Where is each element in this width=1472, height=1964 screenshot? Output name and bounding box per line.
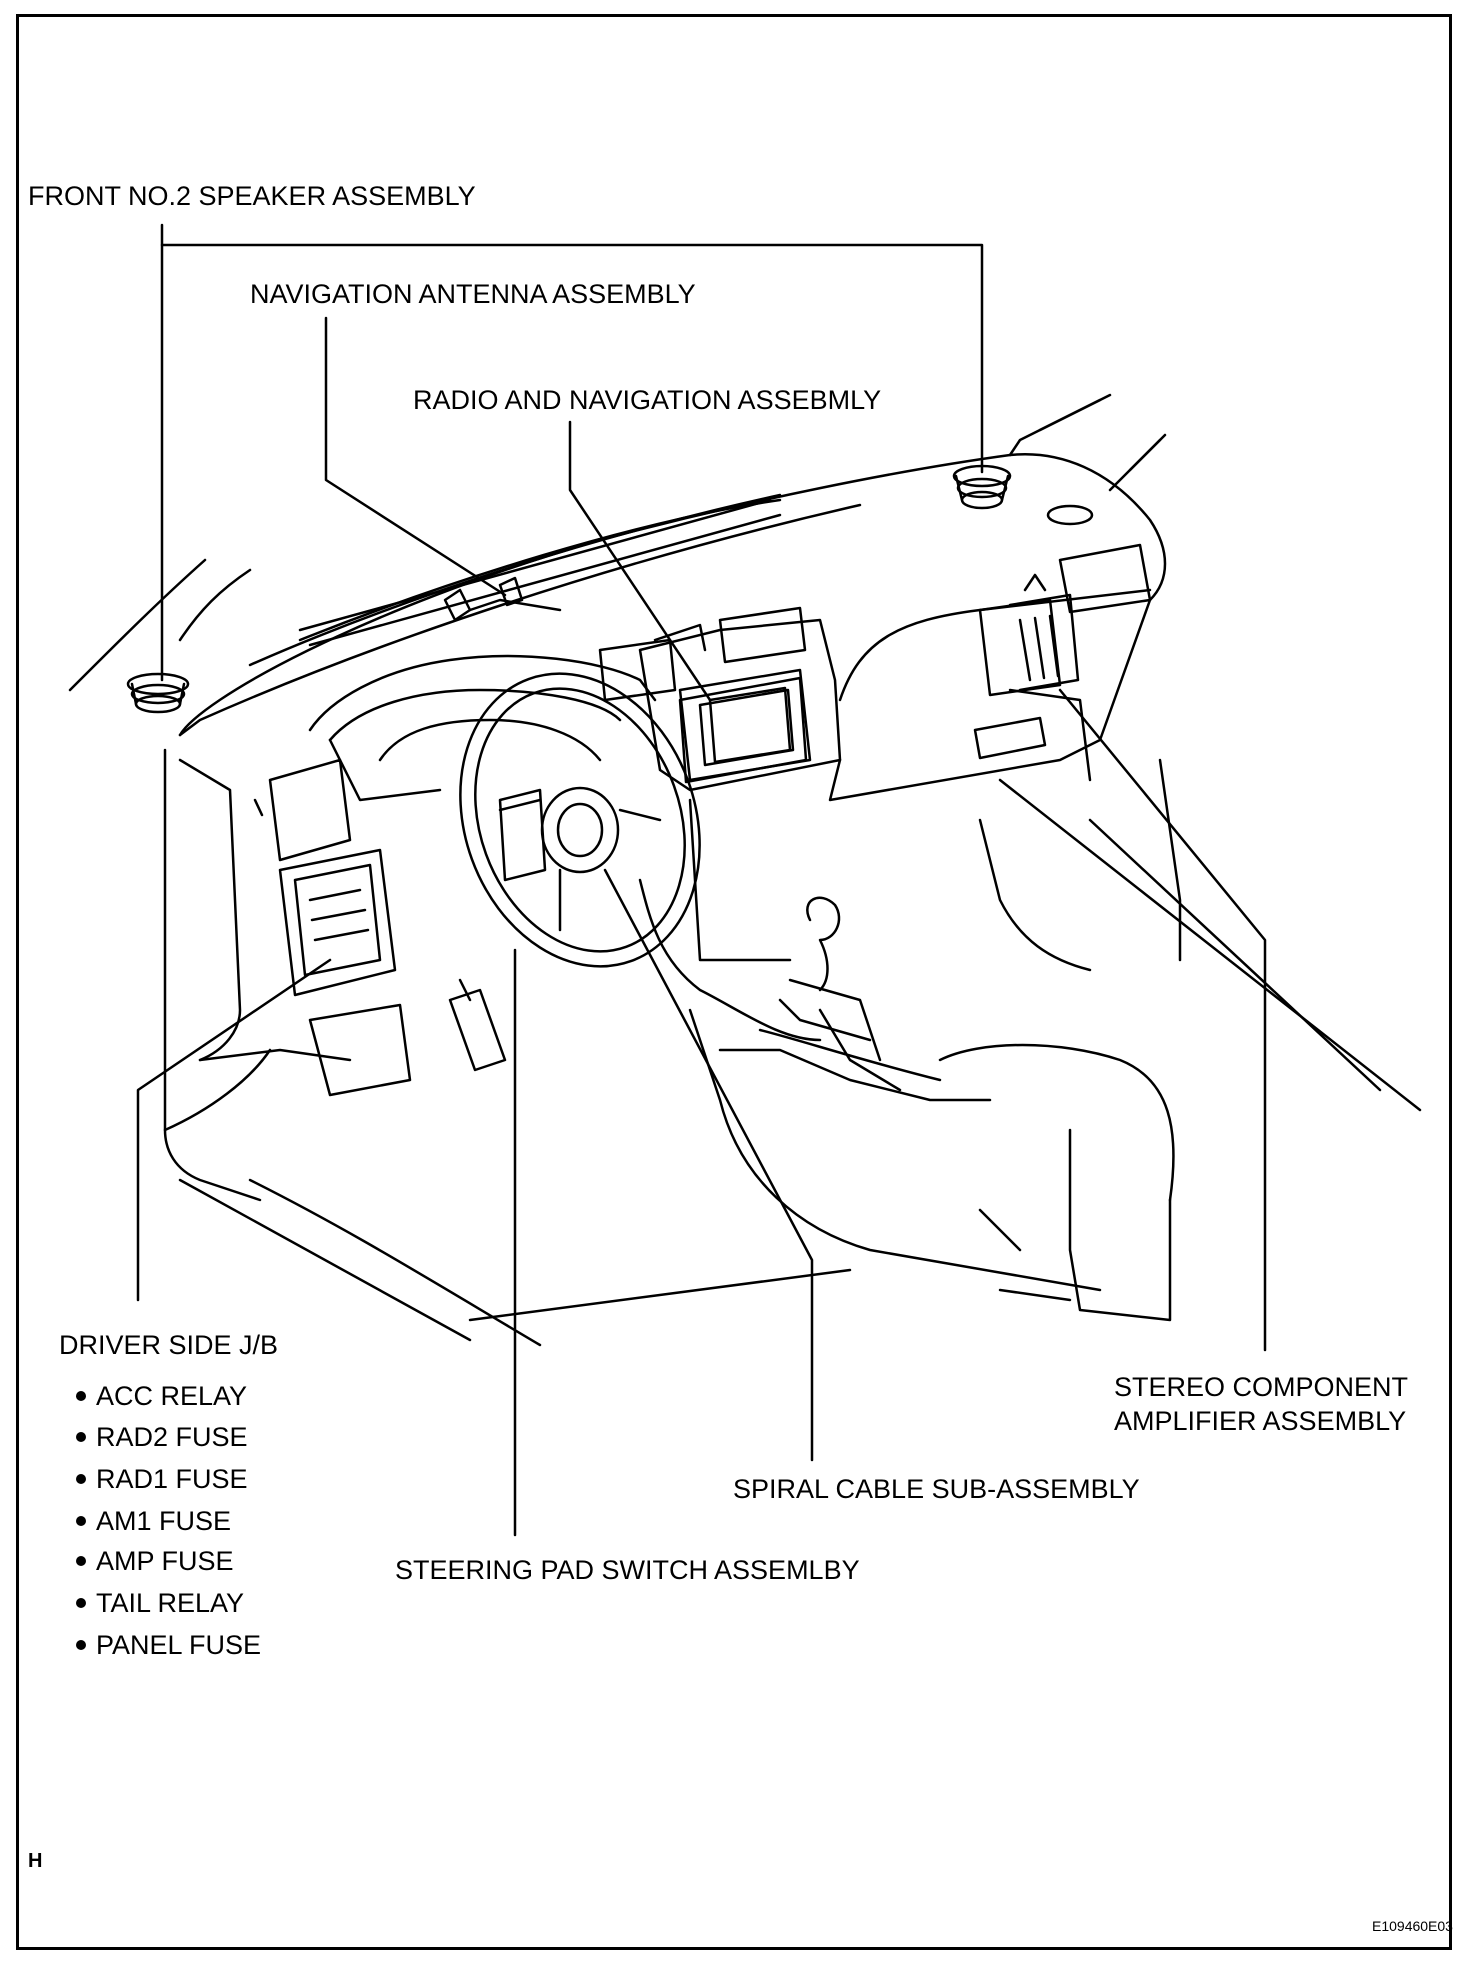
speaker-left <box>126 672 190 714</box>
label-radio-nav: RADIO AND NAVIGATION ASSEBMLY <box>413 385 882 415</box>
section-mark: H <box>28 1850 43 1872</box>
steering-wheel <box>459 672 701 968</box>
label-driver-jb: DRIVER SIDE J/B <box>59 1330 279 1360</box>
stereo-amplifier <box>978 573 1080 697</box>
dashboard-body <box>68 393 1422 1347</box>
driver-jb-part <box>278 848 397 997</box>
label-front-speaker: FRONT NO.2 SPEAKER ASSEMBLY <box>28 181 476 211</box>
leader-lines <box>136 223 1267 1537</box>
bullet-icon <box>76 1473 86 1484</box>
radio-nav-unit <box>678 676 808 784</box>
label-steering-pad: STEERING PAD SWITCH ASSEMLBY <box>395 1555 860 1585</box>
nav-antenna-part <box>443 576 562 622</box>
jb-item: ACC RELAY <box>76 1383 247 1410</box>
speaker-right <box>952 464 1012 510</box>
bullet-icon <box>76 1639 86 1650</box>
bullet-icon <box>76 1597 86 1608</box>
diagram-frame <box>16 14 1452 1950</box>
jb-item: TAIL RELAY <box>76 1590 244 1617</box>
jb-item: RAD1 FUSE <box>76 1466 248 1493</box>
figure-code: E109460E03 <box>1372 1918 1453 1934</box>
bullet-icon <box>76 1431 86 1442</box>
jb-item: RAD2 FUSE <box>76 1424 248 1451</box>
jb-item: AM1 FUSE <box>76 1508 231 1535</box>
label-stereo-line2: AMPLIFIER ASSEMBLY <box>1114 1406 1407 1436</box>
dash-vent-round <box>1046 504 1094 526</box>
bullet-icon <box>76 1555 86 1566</box>
jb-item: PANEL FUSE <box>76 1632 261 1659</box>
jb-item: AMP FUSE <box>76 1548 234 1575</box>
bullet-icon <box>76 1390 86 1401</box>
bullet-icon <box>76 1515 86 1526</box>
label-nav-antenna: NAVIGATION ANTENNA ASSEMBLY <box>250 279 696 309</box>
label-stereo-line1: STEREO COMPONENT <box>1114 1372 1409 1402</box>
label-spiral-cable: SPIRAL CABLE SUB-ASSEMBLY <box>733 1474 1140 1504</box>
